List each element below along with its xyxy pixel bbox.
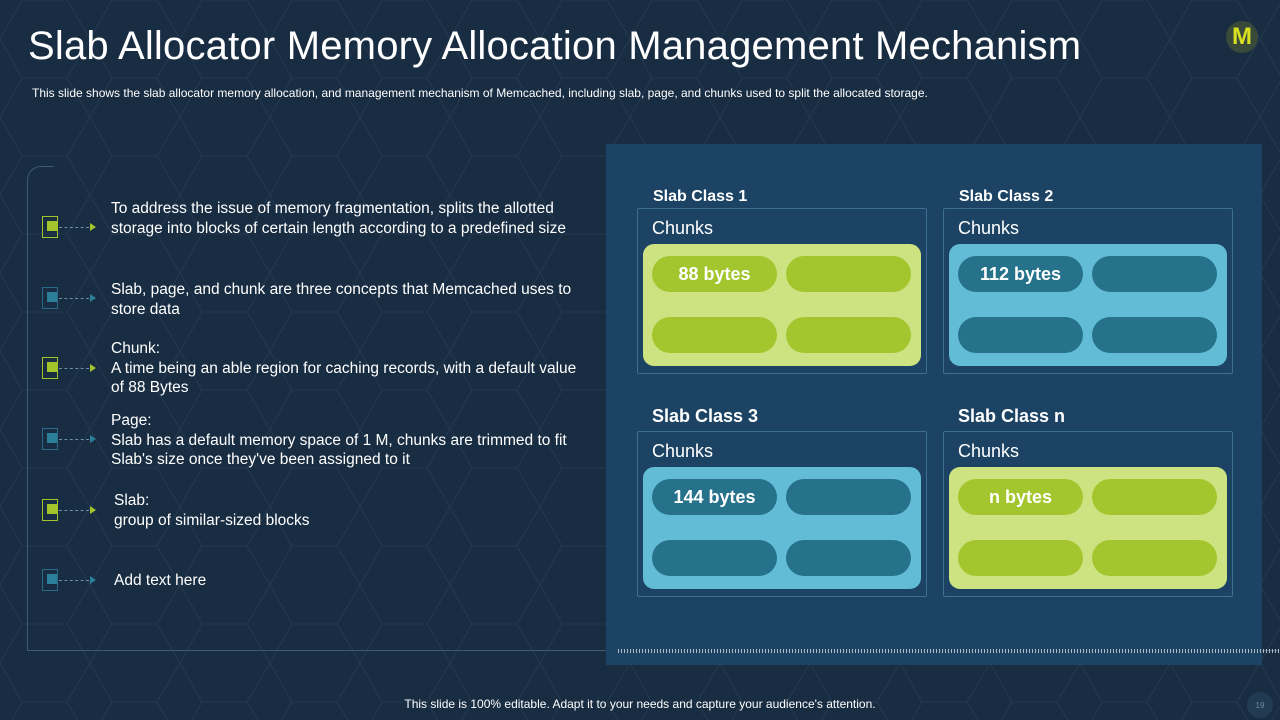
chunk-pill xyxy=(1092,540,1217,576)
chunk-area: n bytes xyxy=(949,467,1227,589)
page-number: 19 xyxy=(1247,692,1273,718)
logo-letter: M xyxy=(1232,23,1252,50)
dotted-divider xyxy=(618,649,1280,653)
arrow-icon xyxy=(90,576,96,584)
arrow-icon xyxy=(90,294,96,302)
page-title: Slab Allocator Memory Allocation Managem… xyxy=(28,24,1082,68)
slide-subtitle: This slide shows the slab allocator memo… xyxy=(32,86,928,100)
arrow-icon xyxy=(90,364,96,372)
brand-logo: M xyxy=(1226,21,1258,53)
timeline-item-1: To address the issue of memory fragmenta… xyxy=(111,200,566,237)
slab-class-3-title: Slab Class 3 xyxy=(652,406,759,426)
slab-class-2-title: Slab Class 2 xyxy=(959,188,1054,205)
timeline-item-2: Slab, page, and chunk are three concepts… xyxy=(111,281,572,318)
timeline-marker-1 xyxy=(42,216,96,238)
chunks-label: Chunks xyxy=(958,441,1020,461)
chunk-pill xyxy=(958,317,1083,353)
arrow-icon xyxy=(90,223,96,231)
chunk-size-pill: 144 bytes xyxy=(652,479,777,515)
chunk-area: 88 bytes xyxy=(643,244,921,366)
chunk-pill xyxy=(786,256,911,292)
chunk-pill xyxy=(1092,256,1217,292)
chunk-pill xyxy=(1092,317,1217,353)
slab-class-3-box: Chunks 144 bytes xyxy=(637,431,927,597)
chunk-pill xyxy=(786,317,911,353)
timeline-item-3: Chunk: A time being an able region for c… xyxy=(111,340,577,396)
arrow-icon xyxy=(90,435,96,443)
chunk-pill xyxy=(652,540,777,576)
chunk-pill xyxy=(652,317,777,353)
chunk-area: 112 bytes xyxy=(949,244,1227,366)
chunk-size-pill: 88 bytes xyxy=(652,256,777,292)
footer-note: This slide is 100% editable. Adapt it to… xyxy=(404,697,876,711)
chunks-label: Chunks xyxy=(958,218,1020,238)
slab-class-n-box: Chunks n bytes xyxy=(943,431,1233,597)
timeline-marker-5 xyxy=(42,499,96,521)
timeline-item-4: Page: Slab has a default memory space of… xyxy=(111,412,567,468)
timeline-marker-3 xyxy=(42,357,96,379)
timeline-item-6: Add text here xyxy=(114,572,207,589)
slab-class-2-box: Chunks 112 bytes xyxy=(943,208,1233,374)
chunk-pill xyxy=(958,540,1083,576)
slab-class-1-title: Slab Class 1 xyxy=(653,188,748,205)
timeline-marker-2 xyxy=(42,287,96,309)
chunk-pill xyxy=(786,540,911,576)
chunk-size-pill: n bytes xyxy=(958,479,1083,515)
chunk-area: 144 bytes xyxy=(643,467,921,589)
slab-class-n-title: Slab Class n xyxy=(958,406,1066,426)
chunks-label: Chunks xyxy=(652,441,714,461)
chunk-pill xyxy=(786,479,911,515)
chunk-pill xyxy=(1092,479,1217,515)
arrow-icon xyxy=(90,506,96,514)
chunk-size-pill: 112 bytes xyxy=(958,256,1083,292)
chunks-label: Chunks xyxy=(652,218,714,238)
timeline-item-5: Slab: group of similar-sized blocks xyxy=(114,492,310,529)
timeline-marker-4 xyxy=(42,428,96,450)
timeline-rail xyxy=(27,166,54,651)
slab-class-1-box: Chunks 88 bytes xyxy=(637,208,927,374)
timeline-marker-6 xyxy=(42,569,96,591)
